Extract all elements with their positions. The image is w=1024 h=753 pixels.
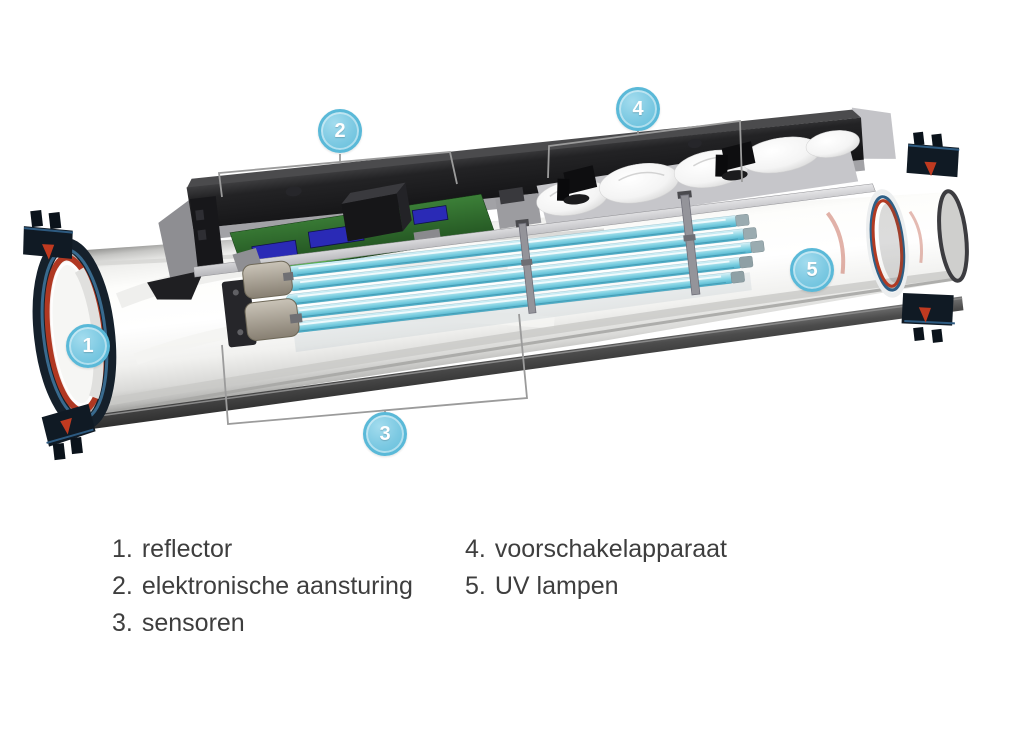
legend-item-4: 4.voorschakelapparaat — [465, 535, 727, 563]
legend-item-3: 3.sensoren — [112, 609, 245, 637]
callout-number: 5 — [806, 258, 818, 281]
callout-badge-1: 1 — [66, 324, 110, 368]
callout-badge-3: 3 — [363, 412, 407, 456]
ballast-units — [536, 130, 860, 227]
electronics-tray — [147, 107, 896, 300]
right-end-flange — [825, 189, 969, 298]
callout-number: 4 — [632, 97, 644, 120]
callout-number: 3 — [379, 422, 391, 445]
lid-top-edge — [186, 109, 861, 189]
legend-column-1: 1.reflector 2.elektronische aansturing 3… — [112, 531, 413, 642]
transformer-box — [341, 193, 403, 242]
leader-line-4 — [547, 119, 743, 183]
left-clamp-bottom — [41, 403, 96, 461]
leader-line-3 — [221, 313, 528, 425]
left-clamp-top — [23, 210, 74, 260]
ballast-clamp — [556, 165, 598, 205]
lamp-support-post — [515, 190, 701, 314]
leader-lines — [217, 119, 743, 425]
uv-lamps — [221, 190, 765, 353]
lid-knob — [687, 139, 702, 149]
callout-number: 1 — [82, 334, 94, 357]
legend-item-2: 2.elektronische aansturing — [112, 572, 413, 600]
blue-connector — [411, 205, 449, 225]
lid-knob — [285, 186, 302, 197]
callout-number: 2 — [334, 119, 346, 142]
uv-unit — [23, 107, 969, 461]
legend-item-5: 5.UV lampen — [465, 572, 619, 600]
right-clamp-bottom — [901, 292, 955, 343]
callout-badge-2: 2 — [318, 109, 362, 153]
leader-line-2 — [217, 151, 458, 198]
legend-column-2: 4.voorschakelapparaat 5.UV lampen — [465, 531, 727, 605]
uv-lamp-tube — [284, 213, 765, 334]
right-clamp-top — [906, 131, 960, 178]
sensor-lamp-holder — [221, 247, 303, 348]
callout-badge-5: 5 — [790, 248, 834, 292]
tray-front-rail — [193, 183, 876, 278]
legend-item-1: 1.reflector — [112, 535, 233, 563]
callout-badge-4: 4 — [616, 87, 660, 131]
